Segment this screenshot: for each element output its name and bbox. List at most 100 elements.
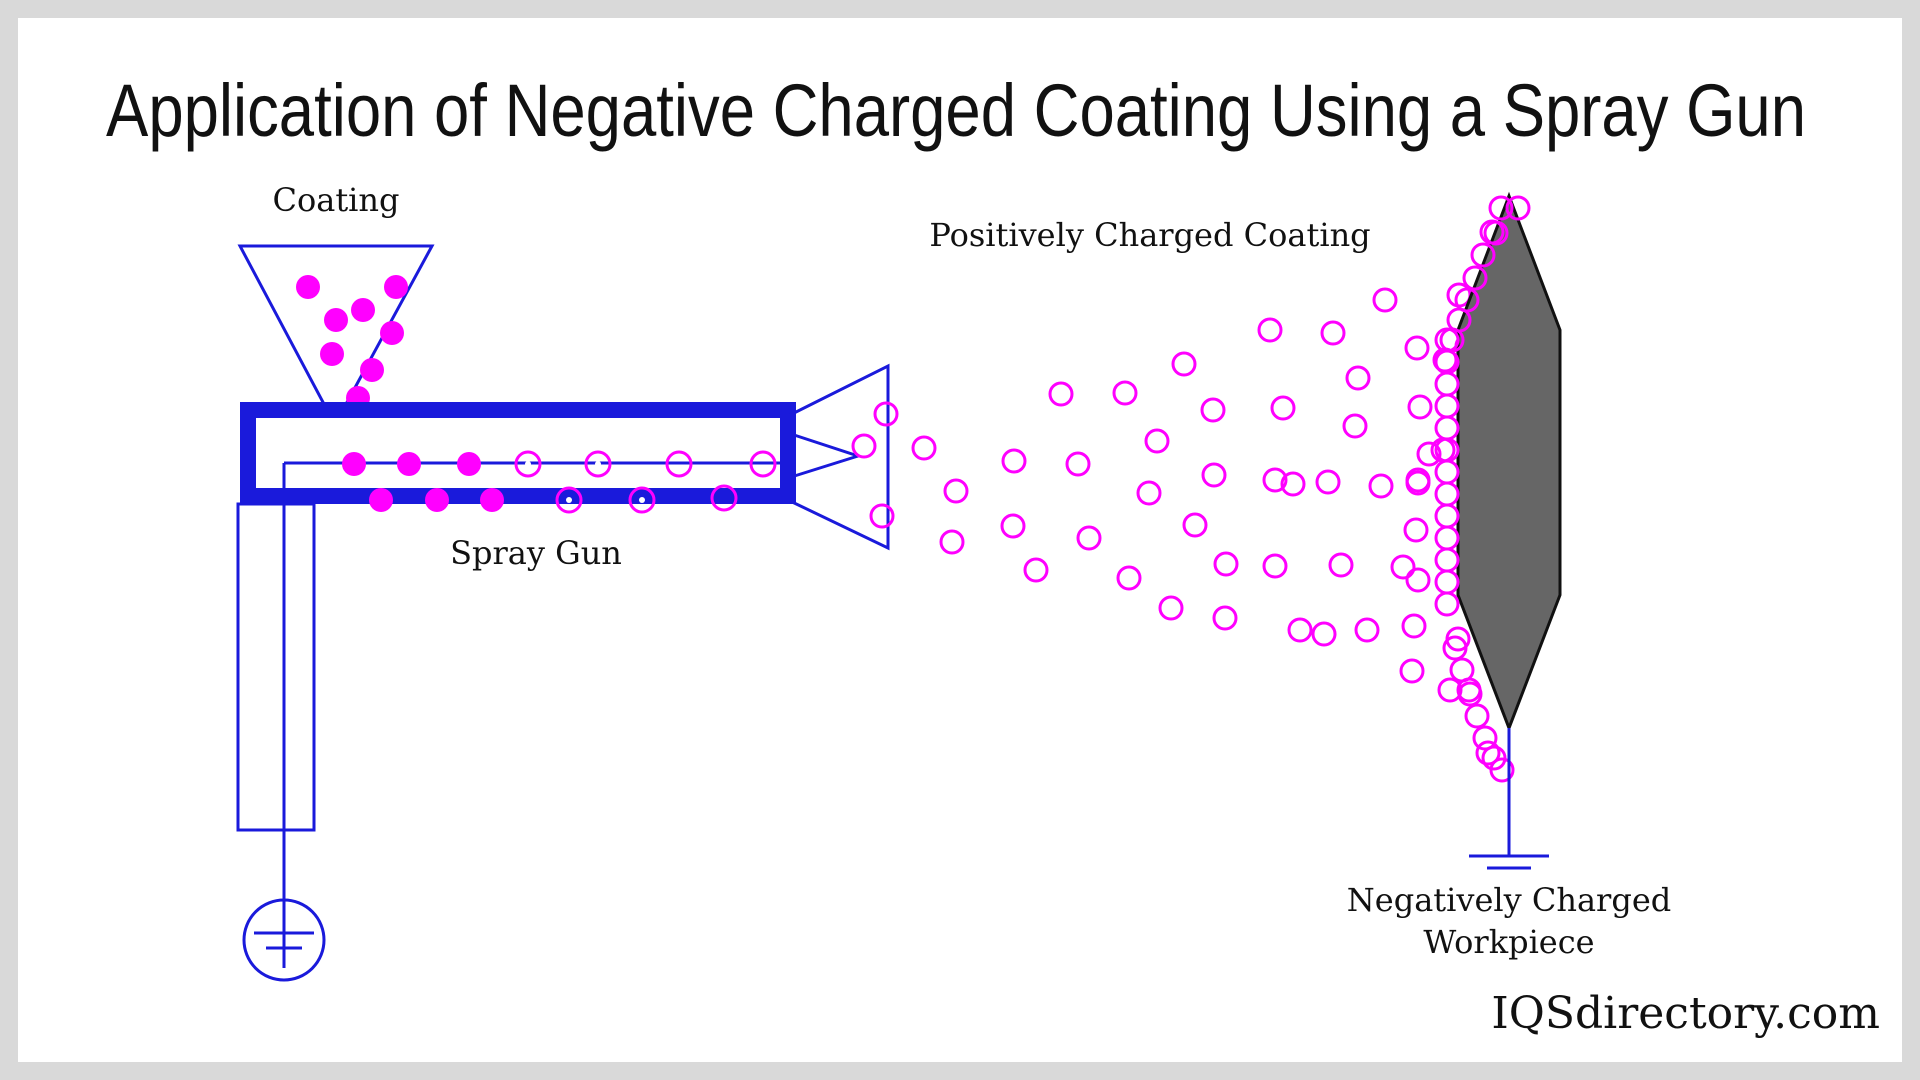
deposited-particle bbox=[1434, 503, 1460, 529]
diagram-frame: Application of Negative Charged Coating … bbox=[18, 18, 1902, 1062]
deposited-particle bbox=[1457, 681, 1483, 707]
charged-particle bbox=[1311, 621, 1337, 647]
charged-particle bbox=[1212, 605, 1238, 631]
charged-particle bbox=[943, 478, 969, 504]
coating-particle bbox=[457, 452, 481, 476]
barrel-particles bbox=[342, 450, 777, 514]
charged-particle-center bbox=[639, 497, 645, 503]
deposited-particle bbox=[1488, 195, 1514, 221]
charged-particle bbox=[1182, 512, 1208, 538]
charged-particle bbox=[1112, 380, 1138, 406]
spray-gun-label: Spray Gun bbox=[450, 534, 622, 572]
charged-particle bbox=[1345, 365, 1371, 391]
deposited-particle bbox=[1434, 569, 1460, 595]
charged-particle bbox=[851, 433, 877, 459]
coating-particle bbox=[351, 298, 375, 322]
deposited-particle bbox=[1442, 635, 1468, 661]
charged-coating-spray bbox=[851, 282, 1488, 703]
workpiece-coating-particles bbox=[1432, 195, 1531, 783]
workpiece-label-line2: Workpiece bbox=[1423, 923, 1594, 961]
charged-particle bbox=[1342, 413, 1368, 439]
workpiece-label-line1: Negatively Charged bbox=[1347, 881, 1671, 919]
charged-particle bbox=[628, 486, 656, 514]
charged-particle bbox=[939, 529, 965, 555]
charged-particle bbox=[1399, 658, 1425, 684]
workpiece bbox=[1432, 191, 1562, 783]
coating-particle bbox=[342, 452, 366, 476]
charged-particle bbox=[1158, 595, 1184, 621]
charged-particle bbox=[1401, 613, 1427, 639]
hopper-particles bbox=[296, 275, 408, 410]
charged-particle bbox=[1171, 351, 1197, 377]
charged-particle bbox=[1144, 428, 1170, 454]
coating-particle bbox=[296, 275, 320, 299]
charged-particle bbox=[1257, 317, 1283, 343]
coating-hopper bbox=[237, 244, 435, 410]
charged-particle bbox=[749, 450, 777, 478]
diagram-canvas: Application of Negative Charged Coating … bbox=[106, 69, 1880, 1039]
iqsdirectory-watermark: IQSdirectory.com bbox=[1491, 988, 1880, 1039]
coating-particle bbox=[360, 358, 384, 382]
charged-particle bbox=[1407, 394, 1433, 420]
charged-particle bbox=[1320, 320, 1346, 346]
charged-particle-center bbox=[595, 461, 601, 467]
charged-particle bbox=[1416, 441, 1442, 467]
charged-particle bbox=[1405, 470, 1431, 496]
charged-particle bbox=[1315, 469, 1341, 495]
deposited-particle bbox=[1472, 725, 1498, 751]
deposited-particle bbox=[1432, 347, 1458, 373]
deposited-particle bbox=[1434, 481, 1460, 507]
charged-particle bbox=[869, 503, 895, 529]
charged-particle bbox=[1328, 552, 1354, 578]
coating-particle bbox=[369, 488, 393, 512]
deposited-particle bbox=[1434, 371, 1460, 397]
deposited-particle bbox=[1434, 393, 1460, 419]
coating-particle bbox=[397, 452, 421, 476]
charged-particle bbox=[1213, 551, 1239, 577]
deposited-particle bbox=[1470, 242, 1496, 268]
coating-particle bbox=[380, 321, 404, 345]
charged-particle bbox=[1048, 381, 1074, 407]
charged-particle bbox=[911, 435, 937, 461]
charged-particle bbox=[1262, 467, 1288, 493]
deposited-particle bbox=[1462, 265, 1488, 291]
charged-particle bbox=[665, 450, 693, 478]
charged-particle bbox=[1368, 473, 1394, 499]
charged-particle bbox=[1001, 448, 1027, 474]
coating-label: Coating bbox=[272, 181, 399, 219]
charged-particle bbox=[1201, 462, 1227, 488]
charged-particle bbox=[1136, 480, 1162, 506]
coating-particle bbox=[384, 275, 408, 299]
coating-particle bbox=[480, 488, 504, 512]
charged-particle bbox=[873, 401, 899, 427]
charged-particle bbox=[1076, 525, 1102, 551]
deposited-particle bbox=[1434, 525, 1460, 551]
charged-particle bbox=[1065, 451, 1091, 477]
charged-particle bbox=[1000, 513, 1026, 539]
coating-particle bbox=[324, 308, 348, 332]
charged-particle bbox=[1262, 553, 1288, 579]
charged-particle bbox=[1372, 287, 1398, 313]
deposited-particle bbox=[1434, 547, 1460, 573]
charged-particle bbox=[1354, 617, 1380, 643]
deposited-particle bbox=[1464, 703, 1490, 729]
charged-particle-center bbox=[566, 497, 572, 503]
charged-particle bbox=[1390, 554, 1416, 580]
charged-particle bbox=[1403, 517, 1429, 543]
deposited-particle bbox=[1434, 459, 1460, 485]
charged-particle bbox=[1405, 567, 1431, 593]
coating-particle bbox=[425, 488, 449, 512]
charged-particle bbox=[1200, 397, 1226, 423]
charged-particle bbox=[555, 486, 583, 514]
deposited-particle bbox=[1505, 195, 1531, 221]
spray-gun bbox=[236, 363, 890, 968]
deposited-particle bbox=[1434, 591, 1460, 617]
deposited-particle bbox=[1475, 740, 1501, 766]
deposited-particle bbox=[1449, 657, 1475, 683]
charged-particle bbox=[514, 450, 542, 478]
positively-charged-coating-label: Positively Charged Coating bbox=[929, 216, 1370, 254]
charged-particle bbox=[1116, 565, 1142, 591]
deposited-particle bbox=[1483, 220, 1509, 246]
earth-ground-circle-icon bbox=[242, 898, 326, 982]
charged-particle bbox=[1287, 617, 1313, 643]
